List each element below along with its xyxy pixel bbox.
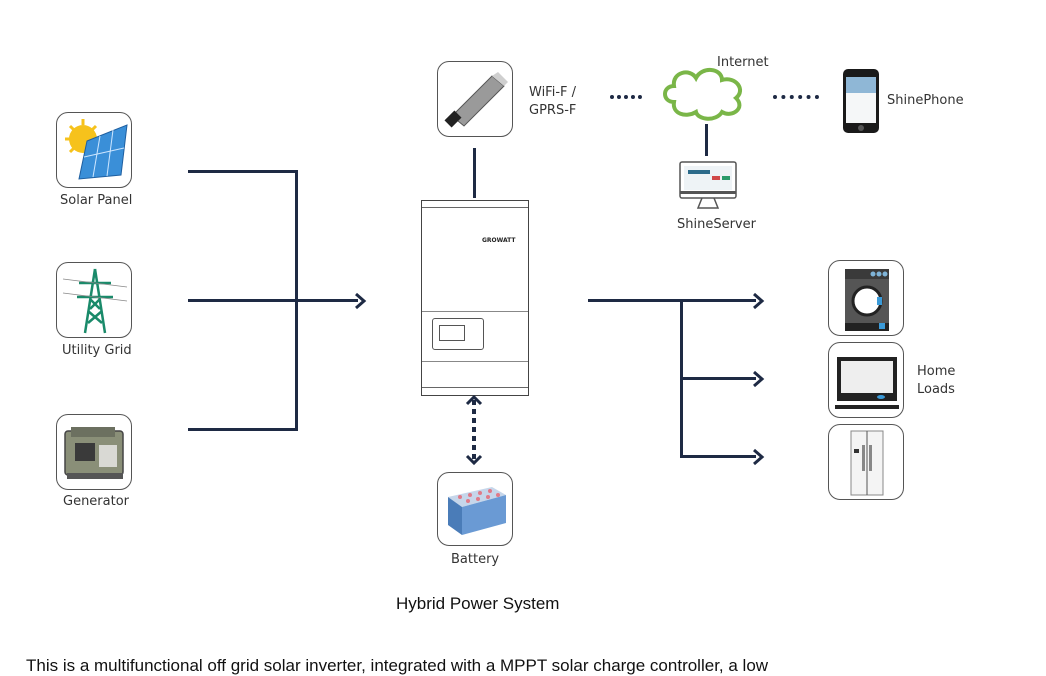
inverter: GROWATT [421, 200, 529, 396]
wifi-module-card [437, 61, 513, 137]
wifi-module-label-line1: WiFi-F / [529, 85, 577, 100]
battery-icon [448, 487, 506, 535]
generator-connector-line [188, 428, 298, 431]
load-arrow-icon [753, 448, 765, 466]
output-fridge-line [680, 455, 756, 458]
battery-label: Battery [451, 552, 500, 567]
shine-server-label: ShineServer [677, 217, 756, 232]
solar-connector-line [188, 170, 298, 173]
output-main-line [588, 299, 756, 302]
solar-panel-label: Solar Panel [60, 193, 133, 208]
wifi-module-label-line2: GPRS-F [529, 103, 577, 118]
input-arrow-icon [355, 292, 367, 310]
internet-to-server-line [705, 124, 708, 156]
television-icon [835, 357, 899, 409]
shine-phone-label: ShinePhone [887, 93, 964, 108]
source-bus-line [295, 170, 298, 431]
module-to-inverter-line [473, 148, 476, 198]
internet-to-phone-dotted-link [773, 95, 819, 103]
description-text: This is a multifunctional off grid solar… [26, 656, 769, 675]
refrigerator-card [828, 424, 904, 500]
cloud-icon [663, 68, 742, 121]
internet-label: Internet [717, 55, 769, 70]
home-loads-label-line1: Home [917, 364, 956, 379]
module-to-internet-dotted-link [610, 95, 642, 103]
home-loads-label: Home Loads [917, 363, 955, 399]
transmission-tower-icon [62, 268, 128, 334]
load-arrow-icon [753, 370, 765, 388]
generator-icon [64, 427, 124, 479]
home-loads-label-line2: Loads [917, 382, 955, 397]
inverter-brand: GROWATT [482, 237, 516, 244]
refrigerator-icon [850, 430, 884, 496]
inverter-display-panel [432, 318, 484, 350]
utility-grid-card [56, 262, 132, 338]
grid-connector-line [188, 299, 358, 302]
wifi-module-label: WiFi-F / GPRS-F [529, 84, 576, 120]
desktop-monitor-icon [679, 161, 737, 209]
washing-machine-card [828, 260, 904, 336]
solar-panel-icon [65, 119, 128, 180]
battery-bidirectional-link [465, 394, 483, 466]
television-card [828, 342, 904, 418]
output-tv-line [680, 377, 756, 380]
wifi-dongle-icon [444, 72, 508, 128]
smartphone-icon [843, 69, 879, 133]
diagram-title: Hybrid Power System [396, 594, 560, 613]
utility-grid-label: Utility Grid [62, 343, 132, 358]
solar-panel-card [56, 112, 132, 188]
load-arrow-icon [753, 292, 765, 310]
inverter-lcd [439, 325, 465, 341]
washing-machine-icon [845, 269, 889, 331]
generator-label: Generator [63, 494, 130, 509]
battery-card [437, 472, 513, 546]
generator-card [56, 414, 132, 490]
